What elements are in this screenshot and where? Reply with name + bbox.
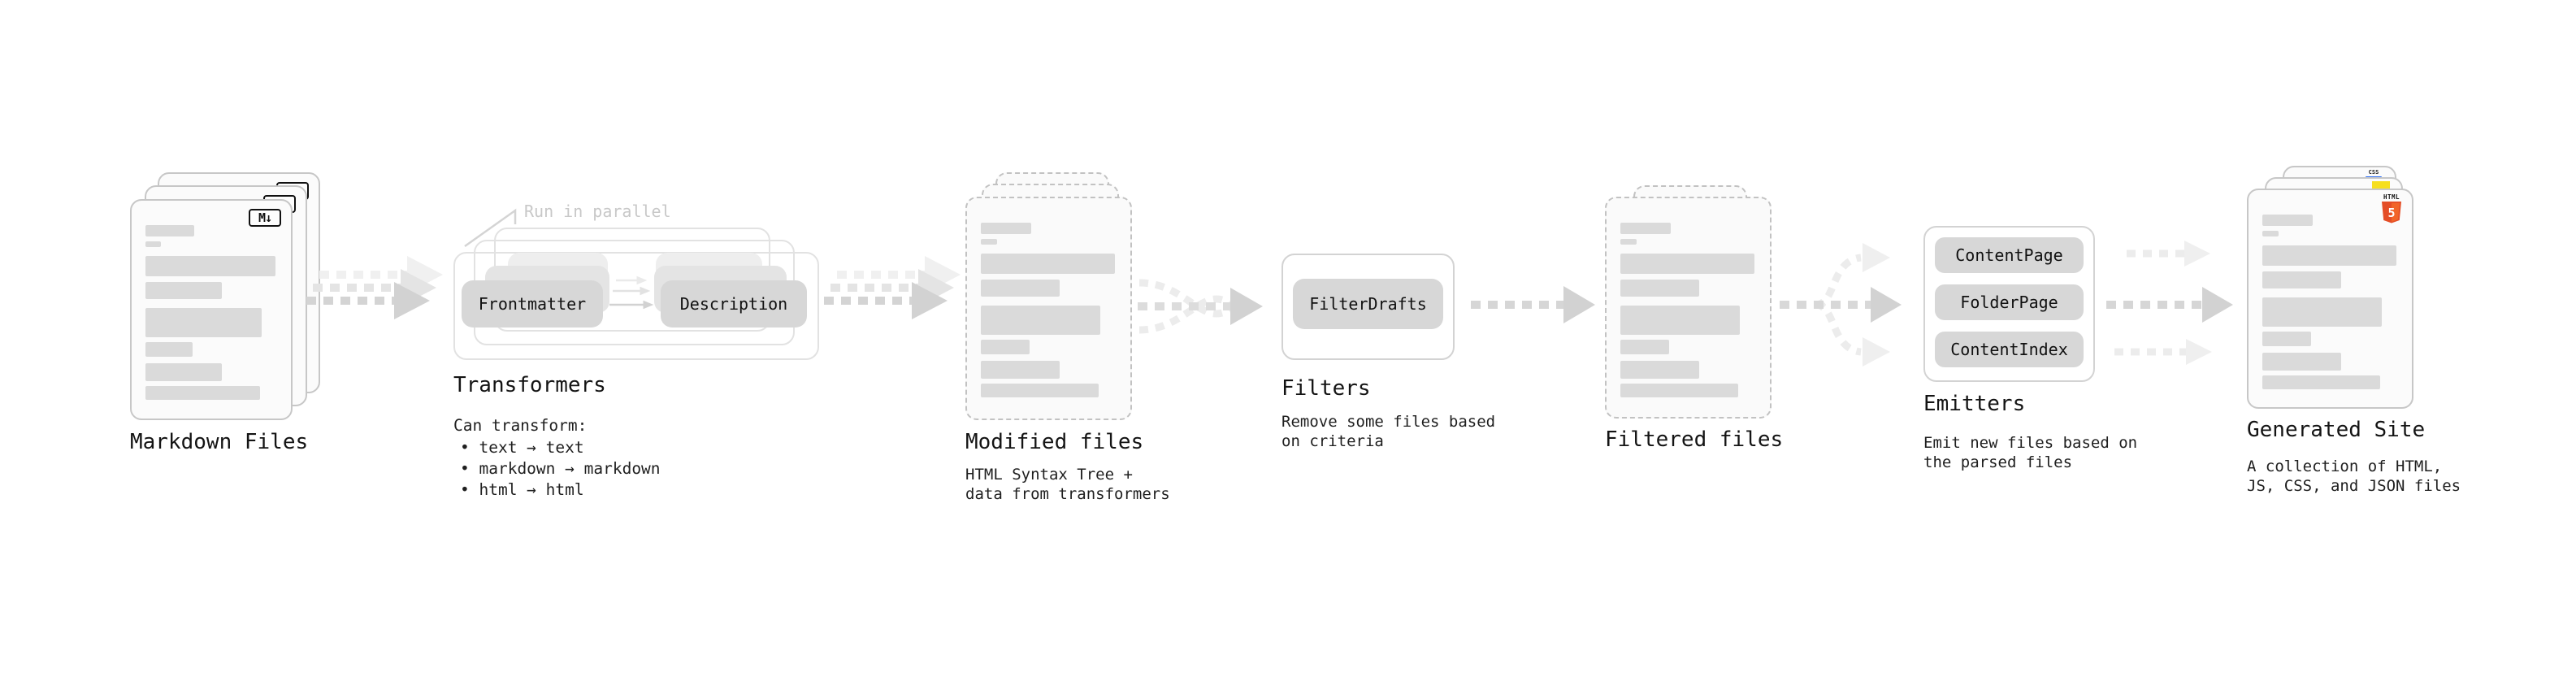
merge-arrow-icon (1138, 279, 1263, 334)
modified-file-card-front (965, 197, 1132, 420)
document-text-line (145, 342, 193, 357)
filterdrafts-chip: FilterDrafts (1293, 279, 1443, 329)
emitters-caption: Emit new files based on (1923, 434, 2138, 452)
document-text-line (2262, 332, 2312, 346)
stacked-arrow-icon (824, 256, 961, 319)
dashed-arrow-icon (1471, 286, 1595, 323)
filters-caption: Remove some files based (1281, 413, 1496, 431)
document-text-line (2262, 271, 2341, 288)
description-chip: Description (661, 280, 807, 327)
document-text-line (1620, 280, 1699, 297)
document-text-line (1620, 254, 1754, 274)
contentpage-chip: ContentPage (1935, 237, 2084, 273)
transformers-caption-heading: Can transform: (453, 416, 588, 435)
folderpage-chip: FolderPage (1935, 284, 2084, 320)
document-text-line (2262, 215, 2314, 226)
run-in-parallel-note: Run in parallel (524, 202, 671, 221)
document-text-line (2262, 231, 2279, 236)
document-text-line (981, 340, 1030, 354)
document-text-line (981, 384, 1099, 397)
document-text-line (2262, 375, 2380, 389)
document-text-line (145, 308, 262, 337)
triple-arrow-icon (2106, 241, 2233, 365)
markdown-file-card-front: M↓ (130, 199, 293, 420)
fanout-arrow-icon (1780, 243, 1902, 367)
emitters-caption: the parsed files (1923, 453, 2073, 471)
document-text-line (145, 363, 222, 381)
markdown-files-title: Markdown Files (130, 430, 309, 454)
modified-files-caption: HTML Syntax Tree + (965, 466, 1133, 484)
contentindex-chip: ContentIndex (1935, 332, 2084, 367)
document-text-line (145, 282, 222, 299)
frontmatter-chip: Frontmatter (462, 280, 603, 327)
filters-title: Filters (1281, 376, 1371, 401)
filtered-files-title: Filtered files (1605, 427, 1784, 452)
document-text-line (981, 254, 1115, 274)
transformers-title: Transformers (453, 373, 606, 397)
document-text-line (145, 241, 162, 247)
modified-files-caption: data from transformers (965, 485, 1170, 503)
document-text-line (1620, 340, 1670, 354)
document-text-line (981, 280, 1060, 297)
document-text-line (1620, 384, 1738, 397)
generated-file-card-html: HTML 5 (2247, 189, 2413, 409)
generated-site-caption: A collection of HTML, (2247, 458, 2443, 475)
parallel-arrows-icon (609, 275, 654, 310)
document-text-line (145, 225, 195, 236)
document-text-line (2262, 353, 2341, 371)
stacked-arrow-icon (306, 256, 443, 319)
transform-bullet: • html → html (460, 480, 584, 499)
filtered-file-card-front (1605, 197, 1772, 419)
filters-caption: on criteria (1281, 432, 1384, 450)
document-text-line (981, 239, 998, 245)
document-text-line (1620, 361, 1699, 379)
generated-site-caption: JS, CSS, and JSON files (2247, 477, 2461, 495)
transform-bullet: • text → text (460, 438, 584, 457)
document-text-line (981, 306, 1100, 335)
emitters-title: Emitters (1923, 392, 2026, 416)
document-text-line (145, 256, 276, 276)
document-text-line (1620, 306, 1740, 335)
document-text-line (1620, 223, 1672, 234)
transformer-frame-front (453, 252, 819, 360)
document-text-line (981, 223, 1032, 234)
document-text-line (145, 386, 260, 400)
generated-site-title: Generated Site (2247, 418, 2426, 442)
document-text-line (981, 361, 1060, 379)
html5-icon: HTML 5 (2380, 194, 2403, 223)
callout-line-icon (464, 208, 517, 248)
document-text-line (2262, 245, 2396, 266)
markdown-icon: M↓ (249, 209, 281, 227)
document-text-line (1620, 239, 1637, 245)
transform-bullet: • markdown → markdown (460, 459, 661, 478)
svg-text:5: 5 (2387, 206, 2395, 220)
modified-files-title: Modified files (965, 430, 1144, 454)
document-text-line (2262, 297, 2382, 327)
